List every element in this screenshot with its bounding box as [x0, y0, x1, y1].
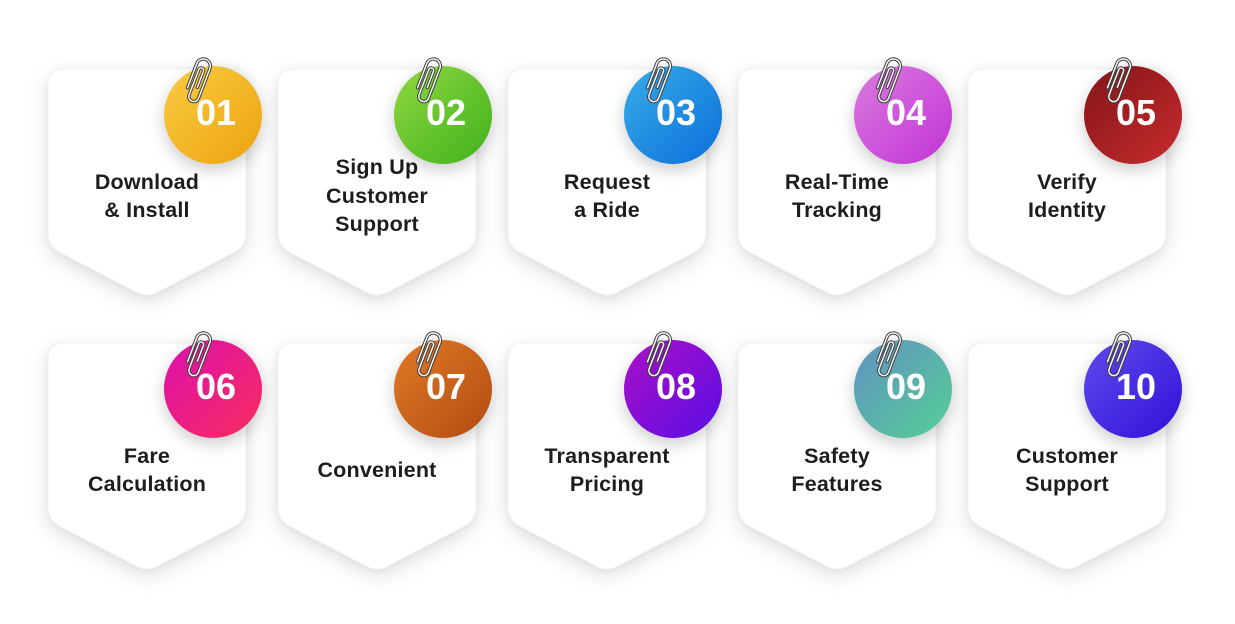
- step-number-badge: 10: [1084, 340, 1182, 438]
- step-card-05: Verify Identity 05: [967, 57, 1182, 300]
- step-number-badge: 01: [164, 66, 262, 164]
- paperclip-icon: [185, 331, 213, 378]
- step-number: 04: [885, 92, 927, 133]
- paperclip-icon: [1105, 57, 1133, 104]
- paperclip-icon: [645, 57, 673, 104]
- step-label: Customer Support: [1016, 443, 1118, 496]
- step-label: Real-Time Tracking: [784, 169, 890, 222]
- step-card-03: Request a Ride 03: [507, 57, 722, 300]
- step-number-badge: 09: [854, 340, 952, 438]
- step-card-02: Sign Up Customer Support 02: [277, 57, 492, 300]
- step-number-badge: 02: [394, 66, 492, 164]
- step-number-badge: 04: [854, 66, 952, 164]
- step-label: Transparent Pricing: [544, 443, 670, 496]
- step-card-06: Fare Calculation 06: [47, 331, 262, 574]
- paperclip-icon: [875, 57, 903, 104]
- paperclip-icon: [415, 331, 443, 378]
- paperclip-icon: [645, 331, 673, 378]
- paperclip-icon: [185, 57, 213, 104]
- step-label: Verify Identity: [1027, 169, 1107, 222]
- steps-row-2: Fare Calculation 06 Convenient 07: [47, 331, 1182, 574]
- step-card-01: Download & Install 01: [47, 57, 262, 300]
- step-number: 10: [1115, 366, 1157, 407]
- step-card-07: Convenient 07: [277, 331, 492, 574]
- step-number: 06: [195, 366, 237, 407]
- step-label: Convenient: [317, 457, 437, 482]
- step-number: 09: [885, 366, 927, 407]
- paperclip-icon: [875, 331, 903, 378]
- step-number: 05: [1115, 92, 1157, 133]
- paperclip-icon: [415, 57, 443, 104]
- step-number-badge: 07: [394, 340, 492, 438]
- step-number: 07: [425, 366, 467, 407]
- step-label: Request a Ride: [563, 169, 651, 222]
- paperclip-icon: [1105, 331, 1133, 378]
- step-number-badge: 08: [624, 340, 722, 438]
- step-card-10: Customer Support 10: [967, 331, 1182, 574]
- step-label: Sign Up Customer Support: [326, 155, 428, 237]
- step-label: Download & Install: [94, 169, 200, 222]
- step-number: 01: [195, 92, 237, 133]
- step-card-04: Real-Time Tracking 04: [737, 57, 952, 300]
- step-number: 08: [655, 366, 697, 407]
- step-label: Fare Calculation: [87, 443, 207, 496]
- step-number: 03: [655, 92, 697, 133]
- step-number: 02: [425, 92, 467, 133]
- step-number-badge: 03: [624, 66, 722, 164]
- step-label: Safety Features: [791, 443, 883, 496]
- step-number-badge: 06: [164, 340, 262, 438]
- step-card-09: Safety Features 09: [737, 331, 952, 574]
- step-card-08: Transparent Pricing 08: [507, 331, 722, 574]
- steps-row-1: Download & Install 01 Sign Up Customer S…: [47, 57, 1182, 300]
- step-number-badge: 05: [1084, 66, 1182, 164]
